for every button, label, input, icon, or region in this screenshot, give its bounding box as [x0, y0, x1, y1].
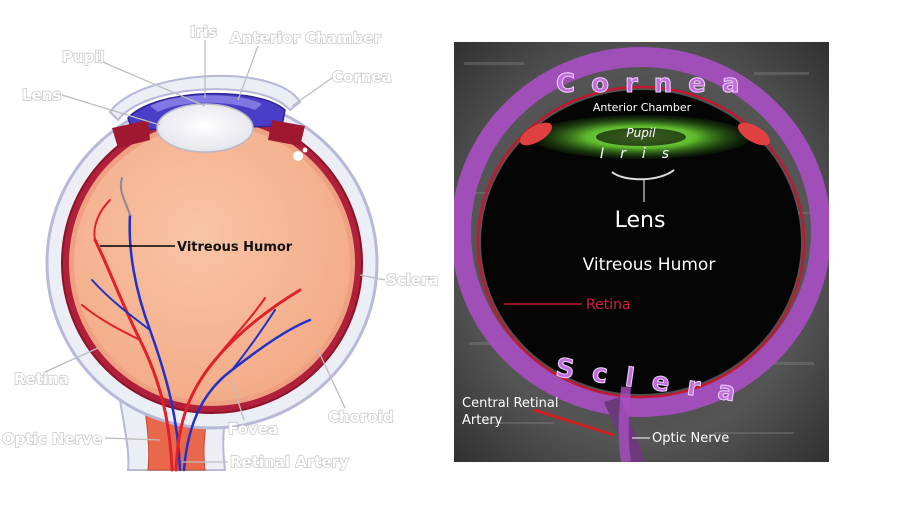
label-retina-us: Retina: [586, 297, 631, 313]
ciliary-body-left: [112, 120, 150, 148]
retina-line: [476, 85, 806, 399]
ultrasound-eye-image: Cornea Anterior Chamber Pupil Iris Lens …: [454, 42, 829, 462]
label-retina: Retina: [14, 370, 69, 388]
highlight-dot: [293, 151, 303, 161]
label-central-retinal-artery-1: Central Retinal: [462, 396, 558, 411]
label-leaders: [44, 40, 386, 463]
label-fovea: Fovea: [228, 420, 278, 438]
label-vitreous-humor: Vitreous Humor: [177, 240, 293, 255]
pupil-area: [596, 128, 686, 146]
vitreous-cavity: [481, 90, 801, 394]
cornea: [108, 74, 302, 122]
label-pupil: Pupil: [62, 48, 105, 66]
anatomical-eye-diagram: Iris Anterior Chamber Pupil Cornea Lens …: [1, 22, 439, 472]
label-iris-us: Iris: [600, 146, 685, 162]
label-anterior-chamber: Anterior Chamber: [230, 29, 381, 47]
ciliary-body-right: [268, 120, 305, 146]
label-central-retinal-artery-2: Artery: [462, 413, 503, 428]
label-vitreous-humor-us: Vitreous Humor: [583, 255, 716, 275]
anterior-chamber: [150, 95, 262, 112]
label-anterior-chamber-us: Anterior Chamber: [593, 101, 692, 114]
label-optic-nerve-us: Optic Nerve: [652, 431, 729, 446]
label-choroid: Choroid: [328, 408, 394, 426]
lens: [156, 103, 254, 153]
sclera-band: [454, 47, 829, 417]
highlight-dot: [302, 147, 308, 153]
label-lens-us: Lens: [615, 208, 666, 233]
ciliary-right: [737, 122, 771, 146]
label-cornea-us: Cornea: [556, 69, 755, 99]
label-optic-nerve: Optic Nerve: [2, 430, 102, 448]
label-retinal-artery: Retinal Artery: [230, 453, 349, 471]
label-iris: Iris: [190, 23, 217, 41]
retinal-vessels: [81, 177, 312, 472]
optic-nerve-echo: [618, 386, 631, 462]
label-cornea: Cornea: [332, 68, 392, 86]
label-pupil-us: Pupil: [626, 126, 656, 140]
ciliary-left: [519, 122, 553, 146]
central-retinal-artery-line: [533, 408, 615, 437]
label-lens: Lens: [22, 86, 61, 104]
label-sclera: Sclera: [386, 271, 439, 289]
lens-echo: [611, 169, 675, 181]
vitreous-humor: [74, 125, 350, 401]
